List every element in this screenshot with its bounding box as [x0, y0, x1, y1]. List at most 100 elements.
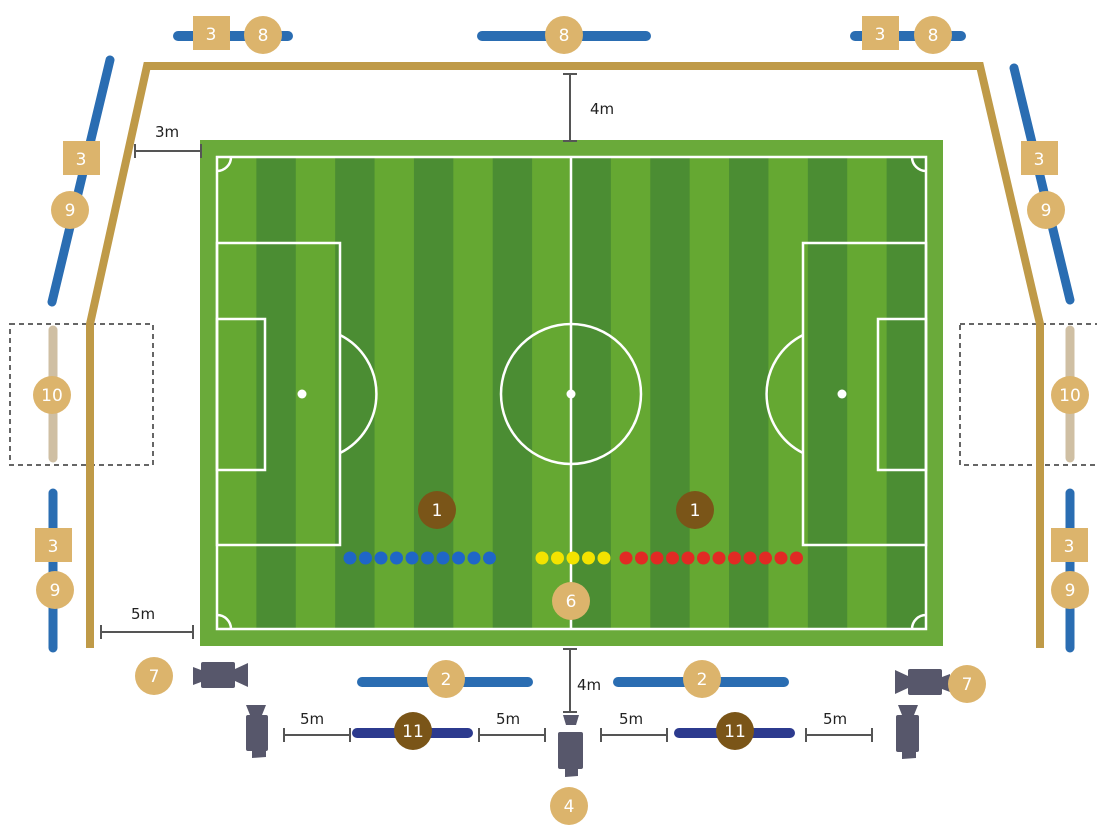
pitch-stripe	[532, 157, 572, 629]
player-dot-red	[759, 551, 772, 565]
left-penalty-arc	[339, 333, 378, 455]
camera-tower-4-icon	[896, 705, 919, 759]
svg-text:9: 9	[1041, 201, 1052, 221]
pitch-lines	[215, 155, 928, 631]
official-dot-yellow	[535, 551, 549, 565]
dugout-badge: 10	[1051, 376, 1089, 414]
svg-text:3: 3	[1064, 537, 1075, 557]
team-lineup	[343, 551, 803, 565]
top-stand-badge: 8	[914, 16, 952, 54]
pitch-stripe	[374, 157, 415, 629]
svg-text:3: 3	[48, 537, 59, 557]
pitch-stripe	[768, 157, 809, 629]
side-camera-badge: 7	[948, 665, 986, 703]
svg-text:7: 7	[962, 675, 973, 695]
pitch-stripe	[650, 157, 691, 629]
side-stand-badge: 9	[1051, 571, 1089, 609]
player-dot-red	[635, 551, 648, 565]
svg-text:6: 6	[566, 592, 577, 612]
player-dot-blue	[343, 551, 357, 565]
right-penalty-spot	[837, 389, 847, 399]
svg-text:3: 3	[76, 150, 87, 170]
side-stand-badge: 9	[1027, 191, 1065, 229]
bottom-gap-label: 4m	[577, 676, 601, 694]
left-dugout-area	[9, 323, 154, 466]
main-camera-icon	[558, 715, 583, 777]
advert-badge: 3	[1021, 141, 1058, 175]
player-dot-red	[619, 551, 633, 565]
perimeter-fence	[86, 62, 1044, 648]
advert-badge: 3	[1051, 528, 1088, 562]
pitch-stripe	[689, 157, 730, 629]
player-dot-blue	[421, 551, 434, 565]
svg-text:3: 3	[206, 25, 217, 45]
pitch-stripes	[217, 157, 927, 629]
dugout-badge: 10	[33, 376, 71, 414]
svg-text:9: 9	[65, 201, 76, 221]
pitch-stripe	[492, 157, 533, 629]
player-dot-red	[743, 551, 757, 565]
svg-text:3: 3	[875, 25, 886, 45]
main-camera-badge: 4	[550, 787, 588, 825]
right-penalty-arc	[765, 333, 804, 455]
svg-text:9: 9	[50, 581, 61, 601]
right-goal-box	[876, 317, 928, 472]
player-dot-blue	[436, 551, 450, 565]
svg-text:10: 10	[1059, 386, 1081, 406]
pitch-stripe	[256, 157, 297, 629]
left-goal-box	[215, 317, 267, 472]
side-stand-badge: 9	[36, 571, 74, 609]
pitch-stripe	[217, 157, 257, 629]
dimension-labels: 4m 3m 5m 4m 5m 5m 5m 5m	[131, 100, 847, 728]
right-dugout-area	[959, 323, 1097, 466]
player-dot-red	[790, 551, 803, 565]
side-camera-left-icon	[193, 662, 248, 688]
pitch	[200, 140, 943, 646]
players-badge: 1	[676, 491, 714, 529]
side-camera-badge: 7	[135, 657, 173, 695]
bench-badge: 2	[683, 660, 721, 698]
corner-arc-bottom-right	[910, 613, 927, 630]
svg-text:11: 11	[724, 722, 746, 742]
center-circle	[499, 322, 643, 466]
svg-text:8: 8	[258, 26, 269, 46]
svg-text:4: 4	[564, 797, 575, 817]
official-dot-yellow	[582, 551, 595, 565]
player-dot-red	[697, 551, 710, 565]
player-dot-blue	[390, 551, 403, 565]
side-gap-label: 5m	[131, 605, 155, 623]
svg-text:2: 2	[697, 670, 708, 690]
advert-badge: 3	[862, 16, 899, 50]
player-dot-blue	[483, 551, 496, 565]
player-dot-blue	[452, 551, 465, 565]
svg-text:11: 11	[402, 722, 424, 742]
marker-badges: 8 8 8 9 9 10 10 9	[33, 16, 1089, 825]
official-dot-yellow	[597, 551, 611, 565]
players-badge: 1	[418, 491, 456, 529]
player-dot-red	[666, 551, 679, 565]
left-penalty-spot	[297, 389, 307, 399]
svg-text:3: 3	[1034, 150, 1045, 170]
camera-gap-label-3: 5m	[619, 710, 643, 728]
advert-badge: 3	[35, 528, 72, 562]
advert-badges: 3 3 3 3 3 3	[35, 16, 1088, 562]
corner-gap-label: 3m	[155, 123, 179, 141]
player-dot-red	[728, 551, 741, 565]
advert-badge: 3	[193, 16, 230, 50]
top-stand-badge: 8	[545, 16, 583, 54]
camera-gap-label-4: 5m	[823, 710, 847, 728]
svg-text:1: 1	[690, 501, 701, 521]
svg-text:1: 1	[432, 501, 443, 521]
player-dot-red	[681, 551, 695, 565]
dimension-lines	[100, 73, 873, 742]
player-dot-blue	[467, 551, 481, 565]
center-spot	[566, 389, 576, 399]
pitch-stripe	[453, 157, 494, 629]
player-dot-red	[774, 551, 788, 565]
top-stand-badge: 8	[244, 16, 282, 54]
svg-text:10: 10	[41, 386, 63, 406]
pitch-stripe	[413, 157, 454, 629]
official-dot-yellow	[551, 551, 564, 565]
camera-gap-label-2: 5m	[496, 710, 520, 728]
